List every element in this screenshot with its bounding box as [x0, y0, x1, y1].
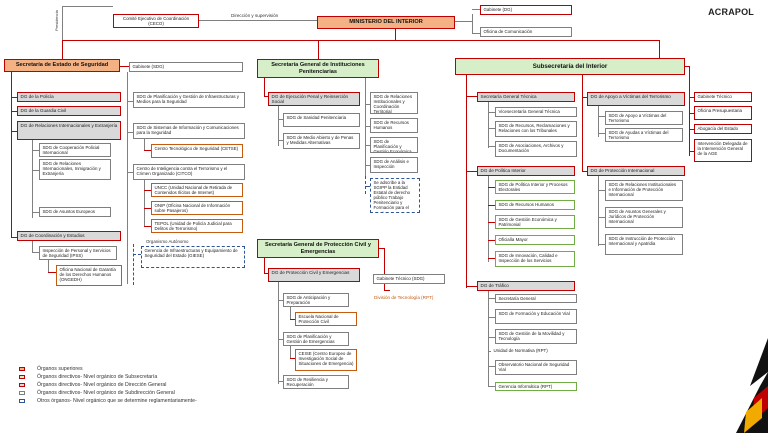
sdg-gestion-economica-box: SDG de Gestión Económica y Patrimonial: [495, 215, 575, 229]
legend-swatch: [19, 374, 25, 379]
sdg-relaciones-pi-box: SDG de Relaciones Institucionales e Info…: [605, 180, 683, 201]
sdg-innovacion-box: SDG de Innovación, Calidad e Inspección …: [495, 251, 575, 267]
legend-swatch: [19, 390, 25, 395]
sdg-planificacion-pc-box: SDG de Planificación y Gestión de Emerge…: [283, 332, 349, 346]
onip-box: ONIP (Oficina Nacional de Información so…: [151, 201, 243, 215]
vicesecretaria-box: Vicesecretaría General Técnica: [495, 107, 577, 117]
sdg-instruccion-box: SDG de Instrucción de Protección Interna…: [605, 234, 683, 255]
sg-tecnica-box: Secretaría General Técnica: [477, 92, 575, 102]
dg-proteccion-civil-box: DG de Protección Civil y Emergencias: [268, 268, 360, 282]
abogacia-box: Abogacía del Estado: [694, 124, 752, 134]
unidad-normativa-box: Unidad de Normativa (RPT): [491, 347, 577, 356]
logo-graphic: [728, 338, 768, 433]
legend-swatch: [19, 398, 25, 403]
sdg-recursos-humanos-pen-box: SDG de Recursos Humanos: [370, 118, 418, 133]
sdg-asociaciones-box: SDG de Asociaciones, Archivos y Document…: [495, 141, 577, 157]
sdg-relaciones-inst-box: SDG de Relaciones Institucionales y Coor…: [370, 92, 418, 114]
dg-relaciones-box: DG de Relaciones Internacionales y Extra…: [17, 121, 121, 140]
gabinete-tecnico-pc-box: Gabinete Técnico (SDG): [373, 274, 445, 284]
dg-guardia-civil-box: DG de la Guardia Civil: [17, 106, 121, 116]
dg-apoyo-victimas-box: DG de Apoyo a Víctimas del Terrorismo: [587, 92, 685, 106]
proteccion-civil-title: Secretaría General de Protección Civil y…: [257, 239, 379, 258]
sdg-ayudas-victimas-box: SDG de Ayudas a Víctimas del Terrorismo: [605, 128, 683, 142]
organismo-label: Organismo Autónomo: [146, 239, 189, 244]
dg-coordinacion-box: DG de Coordinación y Estudios: [17, 231, 121, 241]
secretaria-general-trafico-box: Secretaría General: [495, 294, 577, 303]
sdg-apoyo-victimas-box: SDG de Apoyo a Víctimas del Terrorismo: [605, 111, 683, 125]
gabinete-tecnico-box: Gabinete Técnico: [694, 92, 752, 102]
sdg-recursos-tribunales-box: SDG de Recursos, Reclamaciones y Relacio…: [495, 121, 577, 137]
oficialia-mayor-box: Oficialía Mayor: [495, 235, 575, 245]
legend-label: Otros órganos- Nivel orgánico que se det…: [37, 398, 197, 404]
sdg-anticipacion-box: SDG de Anticipación y Preparación: [283, 293, 349, 307]
sdg-infraestructuras-box: SDG de Planificación y Gestión de Infrae…: [133, 92, 245, 108]
gerencia-informatica-box: Gerencia Informática (RPT): [495, 382, 577, 391]
sdg-politica-procesos-box: SDG de Política Interior y Procesos Elec…: [495, 180, 575, 194]
oficina-presupuestaria-box: Oficina Presupuestaria: [694, 106, 752, 120]
sdg-sistemas-box: SDG de Sistemas de Información y Comunic…: [133, 123, 245, 139]
uncc-box: UNCC (Unidad Nacional de Retirada de Con…: [151, 183, 243, 197]
direccion-label: Dirección y supervisión: [231, 13, 279, 18]
dg-ejecucion-penal-box: DG de Ejecución Penal y Reinserción Soci…: [268, 92, 360, 106]
sdg-formacion-vial-box: SDG de Formación y Educación Vial: [495, 309, 577, 324]
sdg-sanidad-box: SDG de Sanidad Penitenciaria: [283, 113, 360, 127]
sdg-cooperacion-box: SDG de Cooperación Policial Internaciona…: [39, 143, 111, 157]
sdg-asuntos-europeos-box: SDG de Asuntos Europeos: [39, 207, 111, 217]
trabajo-penitenciario-box: Se adscribe a la SGIPP la Entidad Estata…: [370, 178, 420, 213]
division-tecnologia-label: División de Tecnología (RPT): [374, 295, 434, 300]
legend-swatch: [19, 366, 25, 371]
dg-trafico-box: DG de Tráfico: [477, 281, 575, 291]
legend-label: Órganos directivos- Nivel orgánico de Di…: [37, 382, 167, 388]
oficina-ddhh-box: Oficina Nacional de Garantía de los Dere…: [56, 265, 122, 286]
oficina-comunicacion-box: Oficina de Comunicación: [480, 27, 572, 37]
legend-label: Órganos directivos- Nivel orgánico de Su…: [37, 390, 175, 396]
dg-politica-interior-box: DG de Política Interior: [477, 166, 575, 176]
sdg-medio-abierto-box: SDG de Medio Abierto y de Penas y Medida…: [283, 133, 360, 149]
sdg-movilidad-box: SDG de Gestión de la Movilidad y Tecnolo…: [495, 329, 577, 344]
ceise-box: CEISE (Centro Europeo de Investigación S…: [295, 349, 357, 371]
intervencion-box: Intervención Delegada de la Intervención…: [694, 139, 752, 162]
legend-label: Órganos directivos- Nivel orgánico de Su…: [37, 374, 158, 380]
penitenciarias-title: Secretaría General de Instituciones Peni…: [257, 59, 379, 78]
gabinete-sdg-box: Gabinete (SDG): [129, 62, 243, 72]
dg-proteccion-internacional-box: DG de Protección Internacional: [587, 166, 685, 176]
legend-swatch: [19, 382, 25, 387]
ceco-box: Comité Ejecutivo de Coordinación (CECO): [113, 14, 199, 28]
citco-box: Centro de Inteligencia contra el Terrori…: [133, 164, 245, 180]
sdg-relaciones-extranjeria-box: SDG de Relaciones Internacionales, Inmig…: [39, 159, 111, 180]
logo: ACRAPOL: [708, 7, 754, 17]
gabinete-dg-box: Gabinete (DG): [480, 5, 572, 15]
ministerio-box: MINISTERIO DEL INTERIOR: [317, 16, 455, 29]
legend-label: Órganos superiores: [37, 366, 83, 372]
seguridad-title: Secretaría de Estado de Seguridad: [4, 59, 120, 72]
tepol-box: TEPOL (Unidad de Policía Judicial para D…: [151, 219, 243, 233]
sdg-resiliencia-box: SDG de Resiliencia y Recuperación: [283, 375, 349, 389]
sdg-asuntos-generales-box: SDG de Asuntos Generales y Jurídicos de …: [605, 207, 683, 228]
sdg-analisis-box: SDG de Análisis e Inspección: [370, 157, 418, 173]
sdg-rrhh-sub-box: SDG de Recursos Humanos: [495, 200, 575, 210]
dg-policia-box: DG de la Policía: [17, 92, 121, 102]
observatorio-box: Observatorio Nacional de Seguridad Vial: [495, 360, 577, 375]
escuela-nacional-box: Escuela Nacional de Protección Civil: [295, 312, 357, 326]
presidencia-label: Presidencia: [54, 10, 59, 31]
inspeccion-box: Inspección de Personal y Servicios de Se…: [39, 246, 117, 260]
sdg-planificacion-pen-box: SDG de Planificación y Gestión Económica: [370, 137, 418, 153]
giese-box: Gerencia de Infraestructuras y Equipamie…: [141, 246, 245, 268]
subsecretaria-title: Subsecretaría del Interior: [455, 58, 685, 75]
cetse-box: Centro Tecnológico de Seguridad (CETSE): [151, 144, 243, 158]
